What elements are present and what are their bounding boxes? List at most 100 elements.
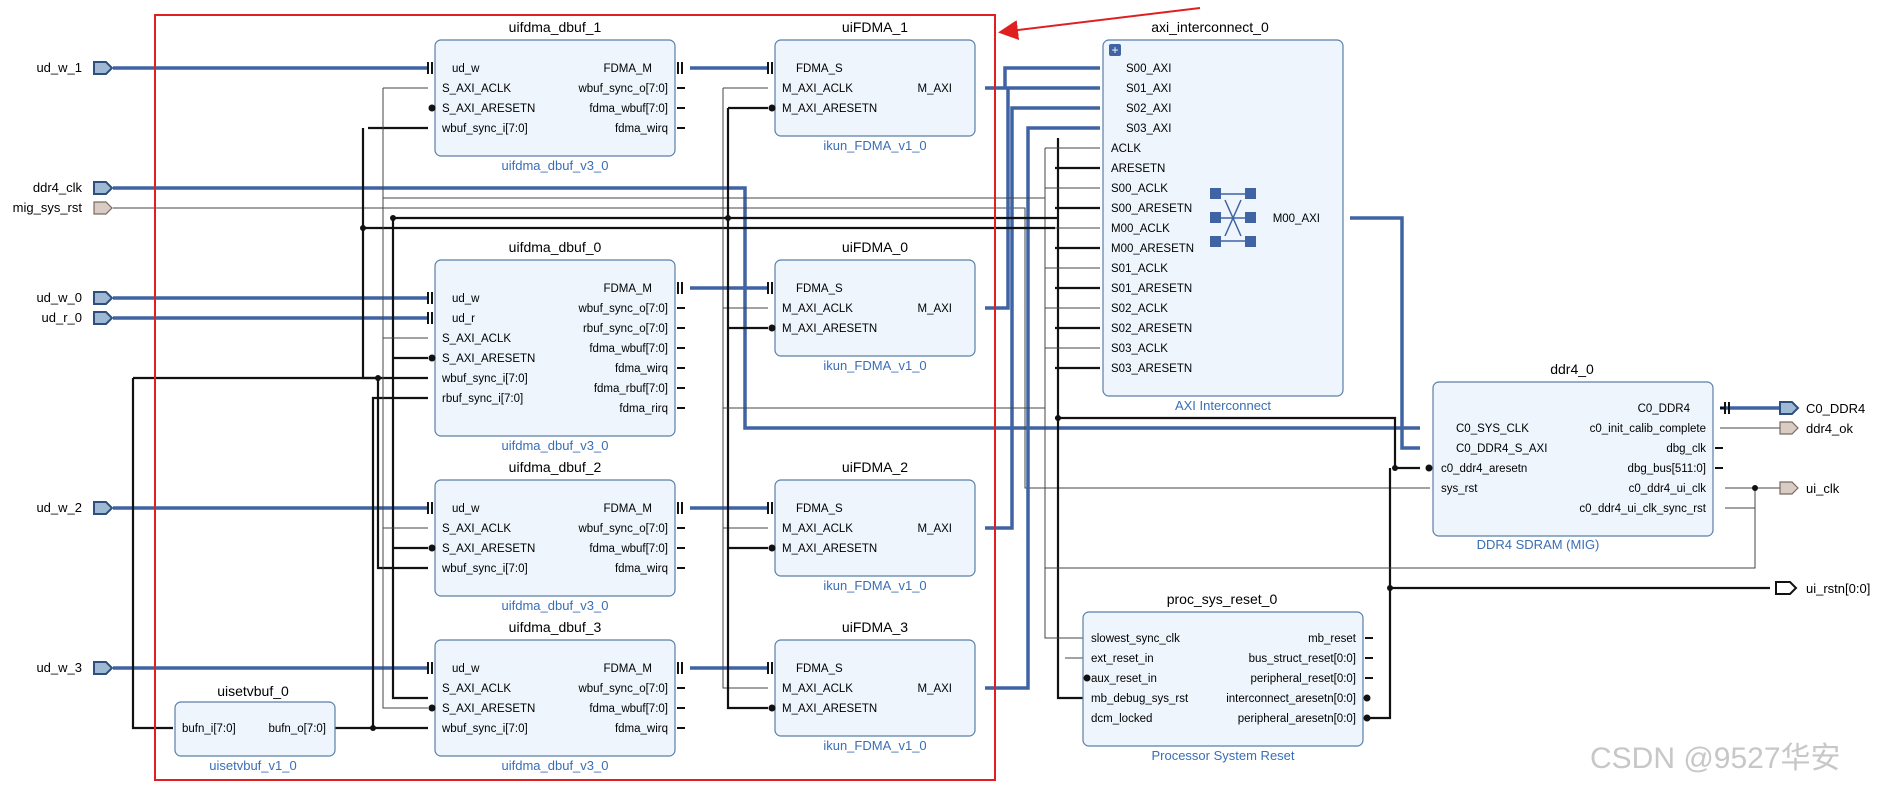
block-uisetvbuf-0[interactable]: uisetvbuf_0 uisetvbuf_v1_0 bufn_i[7:0] b… — [174, 683, 336, 773]
svg-text:FDMA_M: FDMA_M — [603, 63, 652, 75]
svg-text:S_AXI_ARESETN: S_AXI_ARESETN — [442, 543, 535, 555]
svg-text:ddr4_0: ddr4_0 — [1550, 361, 1594, 377]
svg-text:wbuf_sync_o[7:0]: wbuf_sync_o[7:0] — [577, 683, 668, 695]
svg-text:ud_w_3: ud_w_3 — [36, 660, 82, 675]
port-ud-w-1[interactable]: ud_w_1 — [36, 60, 114, 75]
block-axi-interconnect-0[interactable]: axi_interconnect_0 AXI Interconnect + S0… — [1102, 19, 1344, 413]
svg-text:M_AXI_ACLK: M_AXI_ACLK — [782, 523, 853, 535]
svg-text:ext_reset_in: ext_reset_in — [1091, 653, 1154, 665]
svg-text:wbuf_sync_i[7:0]: wbuf_sync_i[7:0] — [441, 123, 528, 135]
svg-text:M00_ARESETN: M00_ARESETN — [1111, 243, 1194, 255]
svg-text:S03_ARESETN: S03_ARESETN — [1111, 363, 1192, 375]
svg-text:mb_reset: mb_reset — [1308, 633, 1357, 645]
svg-text:dbg_clk: dbg_clk — [1666, 443, 1706, 455]
expand-icon[interactable] — [1109, 44, 1121, 56]
svg-text:C0_DDR4: C0_DDR4 — [1806, 401, 1865, 416]
svg-text:c0_ddr4_ui_clk: c0_ddr4_ui_clk — [1629, 483, 1707, 495]
svg-text:ud_w: ud_w — [452, 503, 480, 515]
svg-text:mb_debug_sys_rst: mb_debug_sys_rst — [1091, 693, 1189, 705]
svg-text:uifdma_dbuf_2: uifdma_dbuf_2 — [509, 459, 602, 475]
svg-text:M_AXI: M_AXI — [917, 523, 952, 535]
port-ud-w-2[interactable]: ud_w_2 — [36, 500, 114, 515]
svg-text:fdma_rbuf[7:0]: fdma_rbuf[7:0] — [594, 383, 668, 395]
svg-text:S_AXI_ACLK: S_AXI_ACLK — [442, 83, 511, 95]
port-c0-ddr4[interactable]: C0_DDR4 — [1779, 401, 1865, 416]
block-uifdma-0[interactable]: uiFDMA_0 ikun_FDMA_v1_0 FDMA_S M_AXI_ACL… — [774, 239, 976, 373]
svg-text:S00_ACLK: S00_ACLK — [1111, 183, 1168, 195]
port-ud-w-0[interactable]: ud_w_0 — [36, 290, 114, 305]
port-ddr4-ok[interactable]: ddr4_ok — [1779, 421, 1853, 436]
svg-text:wbuf_sync_o[7:0]: wbuf_sync_o[7:0] — [577, 523, 668, 535]
highlight-box — [154, 14, 996, 781]
svg-text:proc_sys_reset_0: proc_sys_reset_0 — [1167, 591, 1278, 607]
svg-text:peripheral_aresetn[0:0]: peripheral_aresetn[0:0] — [1238, 713, 1356, 725]
svg-text:M_AXI: M_AXI — [917, 83, 952, 95]
port-ud-r-0[interactable]: ud_r_0 — [42, 310, 114, 325]
svg-text:S_AXI_ACLK: S_AXI_ACLK — [442, 333, 511, 345]
block-uifdma-dbuf-0[interactable]: uifdma_dbuf_0 uifdma_dbuf_v3_0 ud_w ud_r… — [434, 239, 676, 453]
svg-text:FDMA_S: FDMA_S — [796, 63, 843, 75]
svg-text:ud_w: ud_w — [452, 63, 480, 75]
svg-text:uiFDMA_0: uiFDMA_0 — [842, 239, 908, 255]
port-ud-w-3[interactable]: ud_w_3 — [36, 660, 114, 675]
block-ddr4-0[interactable]: ddr4_0 DDR4 SDRAM (MIG) C0_SYS_CLK C0_DD… — [1432, 361, 1714, 552]
svg-text:fdma_wbuf[7:0]: fdma_wbuf[7:0] — [589, 543, 668, 555]
block-uifdma-dbuf-2[interactable]: uifdma_dbuf_2 uifdma_dbuf_v3_0 ud_w S_AX… — [434, 459, 676, 613]
port-ddr4-clk[interactable]: ddr4_clk — [33, 180, 114, 195]
svg-text:wbuf_sync_i[7:0]: wbuf_sync_i[7:0] — [441, 723, 528, 735]
svg-text:DDR4 SDRAM (MIG): DDR4 SDRAM (MIG) — [1477, 537, 1600, 552]
svg-text:M_AXI_ARESETN: M_AXI_ARESETN — [782, 543, 877, 555]
svg-text:bus_struct_reset[0:0]: bus_struct_reset[0:0] — [1249, 653, 1356, 665]
svg-text:S_AXI_ARESETN: S_AXI_ARESETN — [442, 703, 535, 715]
block-uifdma-1[interactable]: uiFDMA_1 ikun_FDMA_v1_0 FDMA_S M_AXI_ACL… — [774, 19, 976, 153]
block-uifdma-dbuf-3[interactable]: uifdma_dbuf_3 uifdma_dbuf_v3_0 ud_w S_AX… — [434, 619, 676, 773]
block-uifdma-3[interactable]: uiFDMA_3 ikun_FDMA_v1_0 FDMA_S M_AXI_ACL… — [774, 619, 976, 753]
svg-text:S00_ARESETN: S00_ARESETN — [1111, 203, 1192, 215]
svg-text:FDMA_M: FDMA_M — [603, 283, 652, 295]
svg-text:ikun_FDMA_v1_0: ikun_FDMA_v1_0 — [823, 358, 926, 373]
svg-text:ud_w_2: ud_w_2 — [36, 500, 82, 515]
svg-text:ud_w: ud_w — [452, 663, 480, 675]
svg-text:FDMA_M: FDMA_M — [603, 503, 652, 515]
svg-text:fdma_wbuf[7:0]: fdma_wbuf[7:0] — [589, 103, 668, 115]
svg-text:C0_DDR4: C0_DDR4 — [1638, 403, 1691, 415]
svg-text:uifdma_dbuf_1: uifdma_dbuf_1 — [509, 19, 602, 35]
svg-text:fdma_wirq: fdma_wirq — [615, 123, 668, 135]
svg-text:uiFDMA_2: uiFDMA_2 — [842, 459, 908, 475]
svg-text:interconnect_aresetn[0:0]: interconnect_aresetn[0:0] — [1226, 693, 1356, 705]
svg-text:M00_AXI: M00_AXI — [1273, 213, 1320, 225]
svg-text:axi_interconnect_0: axi_interconnect_0 — [1151, 19, 1269, 35]
svg-text:uifdma_dbuf_v3_0: uifdma_dbuf_v3_0 — [502, 438, 609, 453]
svg-text:S00_AXI: S00_AXI — [1126, 63, 1171, 75]
svg-text:ikun_FDMA_v1_0: ikun_FDMA_v1_0 — [823, 738, 926, 753]
svg-text:S02_AXI: S02_AXI — [1126, 103, 1171, 115]
svg-text:FDMA_S: FDMA_S — [796, 503, 843, 515]
svg-text:M00_ACLK: M00_ACLK — [1111, 223, 1170, 235]
svg-text:M_AXI_ACLK: M_AXI_ACLK — [782, 683, 853, 695]
svg-text:ddr4_ok: ddr4_ok — [1806, 421, 1853, 436]
svg-text:fdma_wirq: fdma_wirq — [615, 563, 668, 575]
svg-text:ddr4_clk: ddr4_clk — [33, 180, 83, 195]
svg-text:C0_DDR4_S_AXI: C0_DDR4_S_AXI — [1456, 443, 1547, 455]
svg-text:fdma_rirq: fdma_rirq — [619, 403, 668, 415]
block-proc-sys-reset-0[interactable]: proc_sys_reset_0 Processor System Reset … — [1082, 591, 1364, 763]
port-ui-rstn[interactable]: ui_rstn[0:0] — [1775, 581, 1870, 596]
svg-text:uifdma_dbuf_v3_0: uifdma_dbuf_v3_0 — [502, 598, 609, 613]
port-ui-clk[interactable]: ui_clk — [1779, 481, 1840, 496]
plus-glyph: + — [1111, 43, 1118, 57]
svg-text:ikun_FDMA_v1_0: ikun_FDMA_v1_0 — [823, 578, 926, 593]
svg-text:M_AXI: M_AXI — [917, 683, 952, 695]
svg-text:M_AXI_ACLK: M_AXI_ACLK — [782, 83, 853, 95]
block-uifdma-dbuf-1[interactable]: uifdma_dbuf_1 uifdma_dbuf_v3_0 ud_w S_AX… — [434, 19, 676, 173]
svg-text:bufn_o[7:0]: bufn_o[7:0] — [268, 723, 326, 735]
svg-text:S02_ARESETN: S02_ARESETN — [1111, 323, 1192, 335]
svg-text:c0_ddr4_aresetn: c0_ddr4_aresetn — [1441, 463, 1527, 475]
svg-text:dcm_locked: dcm_locked — [1091, 713, 1152, 725]
svg-text:uisetvbuf_0: uisetvbuf_0 — [217, 683, 289, 699]
port-mig-sys-rst[interactable]: mig_sys_rst — [13, 200, 113, 215]
block-uifdma-2[interactable]: uiFDMA_2 ikun_FDMA_v1_0 FDMA_S M_AXI_ACL… — [774, 459, 976, 593]
svg-text:C0_SYS_CLK: C0_SYS_CLK — [1456, 423, 1529, 435]
svg-text:FDMA_M: FDMA_M — [603, 663, 652, 675]
svg-text:FDMA_S: FDMA_S — [796, 663, 843, 675]
